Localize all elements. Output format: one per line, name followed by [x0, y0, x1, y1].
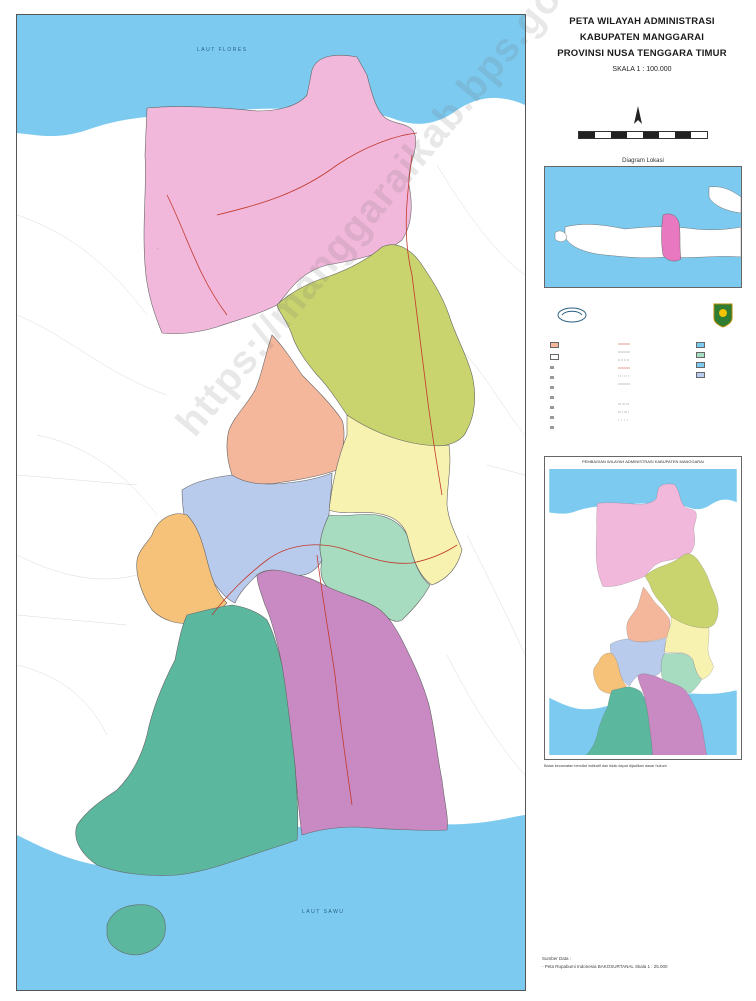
location-inset-caption: Diagram Lokasi	[622, 158, 664, 164]
district-label-group: ·	[157, 246, 158, 251]
map-scale-text: SKALA 1 : 100.000	[612, 66, 672, 73]
north-arrow-icon	[634, 106, 642, 124]
location-inset: Diagram Lokasi	[544, 158, 742, 288]
district-inset-footnote: Batas kecamatan bersifat indikatif dan t…	[544, 764, 667, 768]
map-title-block: PETA WILAYAH ADMINISTRASI KABUPATEN MANG…	[536, 14, 748, 73]
main-map-canvas: LAUT FLORES LAUT SAWU	[17, 15, 525, 990]
sea-label-south: LAUT SAWU	[302, 909, 344, 915]
location-inset-map	[545, 167, 742, 287]
map-title-line3: PROVINSI NUSA TENGGARA TIMUR	[557, 48, 727, 59]
kabupaten-emblem-icon	[713, 303, 733, 328]
district-inset-caption: PEMBAGIAN WILAYAH ADMINISTRASI KABUPATEN…	[582, 459, 704, 464]
sea-label-north: LAUT FLORES	[197, 47, 248, 53]
legend-panel: PETA WILAYAH ADMINISTRASI KABUPATEN MANG…	[536, 14, 748, 989]
north-sea	[17, 15, 525, 137]
road-network	[166, 132, 458, 806]
district-inset: PEMBAGIAN WILAYAH ADMINISTRASI KABUPATEN…	[544, 456, 742, 760]
legend-swatch-4	[696, 352, 705, 358]
island-south	[106, 904, 166, 956]
legend-items	[546, 334, 740, 444]
legend-swatch-2	[550, 354, 559, 360]
map-title-line2: KABUPATEN MANGGARAI	[579, 32, 705, 43]
bps-logo-icon	[557, 307, 587, 323]
legend-swatch-5	[696, 362, 705, 368]
scale-bar	[578, 131, 708, 139]
district-southwest	[75, 604, 299, 876]
source-label: Sumber Data :	[542, 956, 572, 961]
legend-swatch-6	[696, 372, 705, 378]
main-map: LAUT FLORES LAUT SAWU	[16, 14, 526, 991]
map-title-line1: PETA WILAYAH ADMINISTRASI	[569, 16, 715, 27]
legend-symbols	[550, 343, 630, 429]
district-west-central	[226, 334, 345, 485]
district-inset-map	[549, 469, 737, 755]
district-ruteng	[319, 514, 431, 622]
district-northeast	[276, 244, 476, 448]
district-south	[256, 569, 448, 836]
legend-swatch-3	[696, 342, 705, 348]
legend-swatch-1	[550, 342, 559, 348]
svg-text:·: ·	[157, 246, 158, 251]
district-east-central	[328, 414, 463, 586]
source-text: - Peta Rupabumi Indonesia BAKOSURTANAL S…	[542, 964, 668, 969]
district-north	[143, 54, 417, 335]
background-roads	[17, 164, 525, 776]
